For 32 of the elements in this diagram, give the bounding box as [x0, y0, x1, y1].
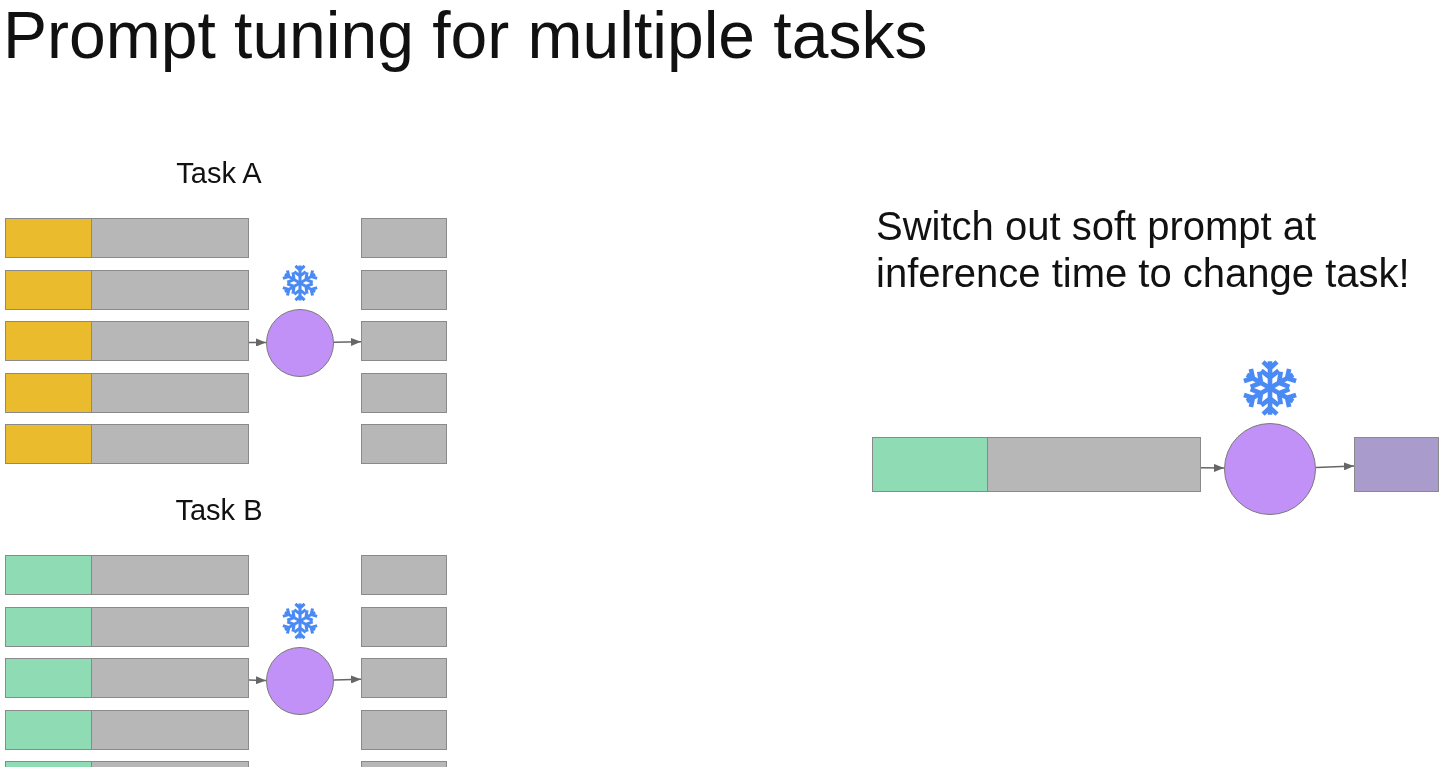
prompt-input-bar: [5, 218, 249, 258]
output-box: [361, 555, 447, 595]
output-box: [361, 710, 447, 750]
prompt-input-bar: [5, 555, 249, 595]
arrow: [1315, 462, 1355, 471]
prompt-input-bar: [872, 437, 1201, 492]
slide-title: Prompt tuning for multiple tasks: [3, 0, 928, 74]
arrow: [248, 676, 267, 685]
output-box: [1354, 437, 1439, 492]
arrow: [333, 675, 362, 684]
prompt-input-bar: [5, 607, 249, 647]
section-heading: Task B: [175, 494, 263, 528]
prompt-input-bar: [5, 321, 249, 361]
output-box: [361, 373, 447, 413]
arrow: [248, 338, 267, 347]
output-box: [361, 761, 447, 767]
output-box: [361, 270, 447, 310]
prompt-input-bar: [5, 373, 249, 413]
output-box: [361, 218, 447, 258]
prompt-input-bar: [5, 658, 249, 698]
note-text: Switch out soft prompt at inference time to change task!: [876, 203, 1411, 297]
prompt-input-bar: [5, 710, 249, 750]
arrow: [1200, 463, 1225, 472]
output-box: [361, 424, 447, 464]
prompt-input-bar: [5, 761, 249, 767]
arrow: [333, 338, 362, 346]
output-box: [361, 658, 447, 698]
output-box: [361, 607, 447, 647]
section-heading: Task A: [176, 157, 262, 191]
prompt-input-bar: [5, 270, 249, 310]
prompt-input-bar: [5, 424, 249, 464]
output-box: [361, 321, 447, 361]
